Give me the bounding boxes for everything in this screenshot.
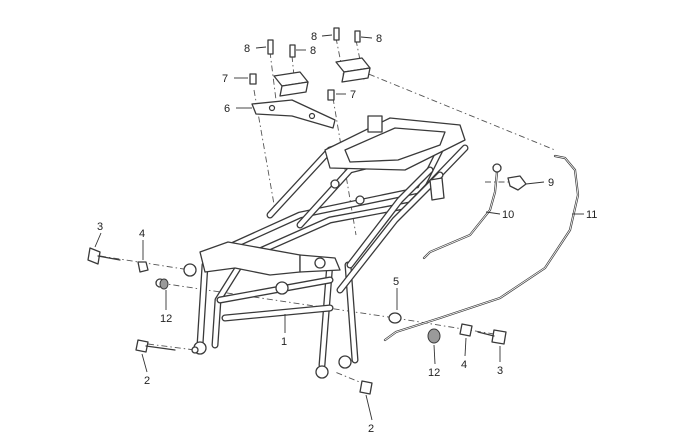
- callout-6: 6: [224, 103, 230, 115]
- callout-4b: 4: [461, 359, 467, 371]
- callout-11: 11: [586, 209, 597, 221]
- rubber-mounts: [273, 57, 371, 97]
- callout-2b: 2: [368, 423, 374, 435]
- callout-5: 5: [393, 276, 399, 288]
- callout-4a: 4: [139, 228, 145, 240]
- callout-9: 9: [548, 177, 554, 189]
- callout-3b: 3: [497, 365, 503, 377]
- left-fasteners: [87, 247, 176, 353]
- callout-8c: 8: [311, 31, 317, 43]
- callout-8d: 8: [376, 33, 382, 45]
- callout-labels: 8 8 8 8 7 7 6 9 10 11 3 4 12 2 1 5 4 3 1…: [97, 31, 597, 435]
- release-cable: [383, 154, 580, 342]
- callout-leaders: [94, 34, 584, 421]
- top-screws: [267, 27, 361, 58]
- callout-7a: 7: [222, 73, 228, 85]
- callout-8a: 8: [244, 43, 250, 55]
- seat-latch: [507, 175, 527, 191]
- callout-2a: 2: [144, 375, 150, 387]
- seat-frame: [155, 115, 469, 379]
- small-bolts: [249, 73, 335, 101]
- callout-1: 1: [281, 336, 287, 348]
- seat-bracket: [251, 99, 336, 129]
- seat-lock-cable: [422, 163, 502, 260]
- callout-7b: 7: [350, 89, 356, 101]
- callout-8b: 8: [310, 45, 316, 57]
- callout-3a: 3: [97, 221, 103, 233]
- callout-10: 10: [502, 209, 514, 221]
- callout-12a: 12: [160, 313, 172, 325]
- callout-12b: 12: [428, 367, 440, 379]
- right-fasteners: [359, 312, 507, 395]
